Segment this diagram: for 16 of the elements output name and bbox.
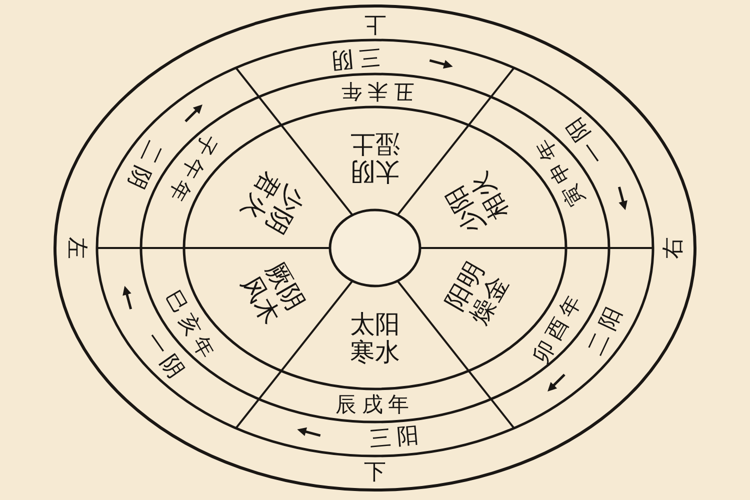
yin-yang-label: 三阳 <box>368 424 426 453</box>
year-label: 丑未年 <box>336 79 414 103</box>
direction-label: 右 <box>662 237 686 259</box>
direction-label: 下 <box>364 460 386 486</box>
direction-label: 上 <box>364 10 386 36</box>
qi-label: 少阳相火 <box>440 166 514 240</box>
qi-label: 厥阴风木 <box>236 256 310 330</box>
yin-yang-label: 一阳 <box>559 108 610 168</box>
qi-label: 少阴君火 <box>236 166 310 240</box>
yin-yang-label: 三阴 <box>324 43 382 72</box>
center-circle <box>328 208 422 288</box>
qi-label: 阳明燥金 <box>440 256 514 330</box>
direction-label: 左 <box>64 237 88 259</box>
year-label: 辰戌年 <box>336 393 414 417</box>
qi-label: 太阴湿土 <box>349 130 401 186</box>
qi-label: 太阳寒水 <box>349 310 401 366</box>
